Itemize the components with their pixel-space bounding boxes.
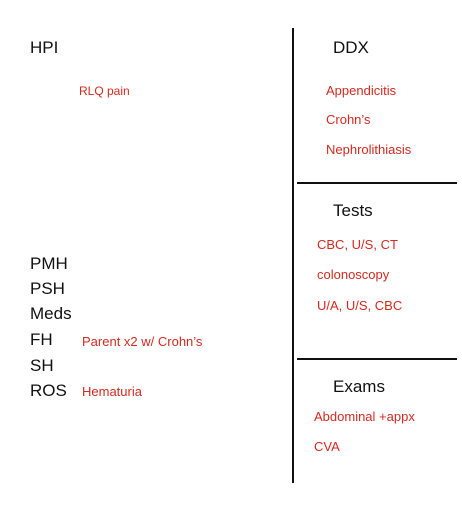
tests-item: U/A, U/S, CBC xyxy=(317,298,403,313)
ddx-tests-divider xyxy=(297,182,457,184)
sh-label: SH xyxy=(30,356,54,375)
pmh-label: PMH xyxy=(30,254,68,273)
ddx-item: Appendicitis xyxy=(326,83,397,98)
ddx-item: Crohn’s xyxy=(326,112,371,127)
hpi-value: RLQ pain xyxy=(79,84,130,98)
fh-value: Parent x2 w/ Crohn’s xyxy=(82,334,203,349)
tests-title: Tests xyxy=(333,201,373,220)
psh-label: PSH xyxy=(30,279,65,298)
tests-exams-divider xyxy=(297,358,457,360)
fh-label: FH xyxy=(30,330,53,349)
ros-value: Hematuria xyxy=(82,384,142,399)
tests-item: CBC, U/S, CT xyxy=(317,237,398,252)
exams-item: Abdominal +appx xyxy=(314,409,415,424)
ddx-title: DDX xyxy=(333,38,369,57)
ddx-item: Nephrolithiasis xyxy=(326,142,412,157)
ros-label: ROS xyxy=(30,381,67,400)
tests-item: colonoscopy xyxy=(317,267,390,282)
exams-item: CVA xyxy=(314,439,340,454)
hpi-label: HPI xyxy=(30,38,59,57)
vertical-divider xyxy=(292,28,294,483)
exams-title: Exams xyxy=(333,377,385,396)
meds-label: Meds xyxy=(30,304,72,323)
